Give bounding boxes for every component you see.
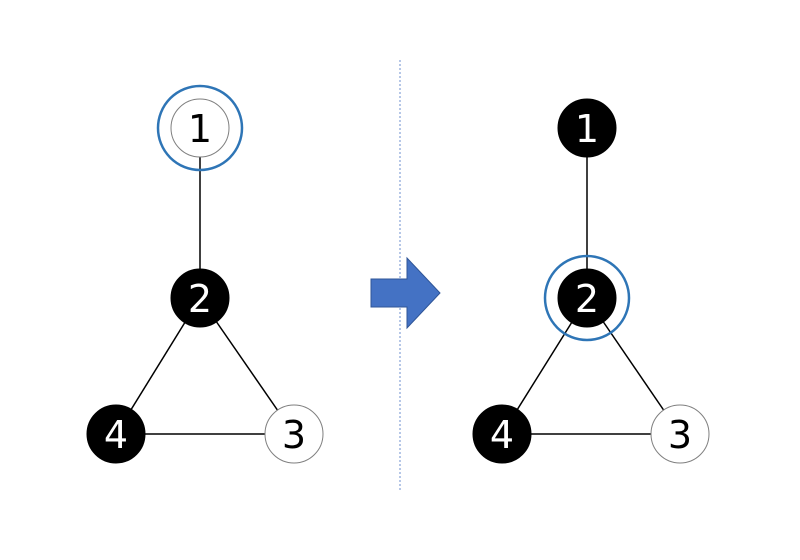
before-graph: 1 2 3 4: [86, 84, 324, 464]
arrow-right-icon: [370, 256, 441, 330]
node-circle: [472, 404, 532, 464]
node-circle: [650, 404, 710, 464]
node-label: 2: [575, 277, 599, 321]
node-2: 2: [543, 254, 631, 342]
node-label: 3: [282, 413, 306, 457]
node-2: 2: [170, 268, 230, 328]
highlight-ring: [543, 254, 631, 342]
node-3: 3: [264, 404, 324, 464]
node-circle: [264, 404, 324, 464]
after-graph: 1 2 3 4: [472, 98, 710, 464]
node-label: 2: [188, 277, 212, 321]
node-label: 1: [188, 107, 212, 151]
node-label: 3: [668, 413, 692, 457]
node-4: 4: [472, 404, 532, 464]
node-circle: [557, 268, 617, 328]
node-1: 1: [557, 98, 617, 158]
highlight-ring: [156, 84, 244, 172]
node-circle: [170, 268, 230, 328]
node-label: 4: [490, 413, 514, 457]
node-3: 3: [650, 404, 710, 464]
node-label: 1: [575, 107, 599, 151]
node-circle: [170, 98, 230, 158]
node-circle: [557, 98, 617, 158]
node-label: 4: [104, 413, 128, 457]
node-4: 4: [86, 404, 146, 464]
node-1: 1: [156, 84, 244, 172]
node-circle: [86, 404, 146, 464]
